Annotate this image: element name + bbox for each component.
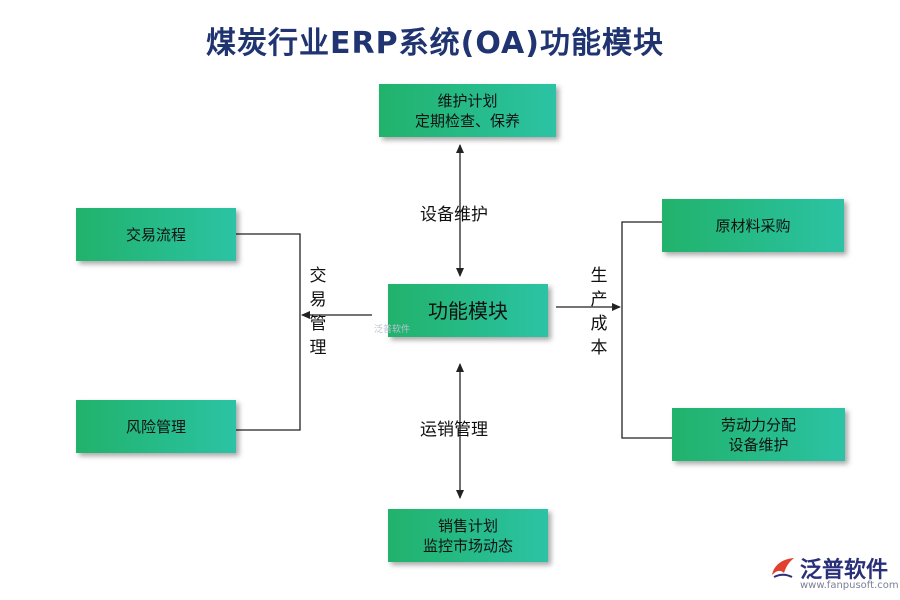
logo-mark-icon	[772, 558, 794, 578]
box-bottom-line2: 监控市场动态	[422, 536, 513, 555]
edge-label-left: 交易管理	[309, 266, 327, 358]
edge-label-right: 生产成本	[590, 266, 608, 358]
box-top-line1: 维护计划	[437, 91, 498, 110]
box-risk-management: 风险管理	[76, 400, 236, 453]
box-labor-allocation: 劳动力分配 设备维护	[672, 408, 845, 461]
edge-label-bottom: 运销管理	[420, 420, 488, 440]
box-right-bottom-line1: 劳动力分配	[720, 415, 796, 434]
box-right-top-label: 原材料采购	[715, 216, 791, 235]
box-raw-material-purchase: 原材料采购	[662, 199, 844, 252]
box-maintenance-plan: 维护计划 定期检查、保养	[379, 84, 556, 137]
box-center-label: 功能模块	[428, 298, 508, 323]
box-sales-plan: 销售计划 监控市场动态	[388, 509, 548, 562]
edge-label-top: 设备维护	[420, 205, 488, 225]
box-left-bottom-label: 风险管理	[125, 417, 186, 436]
diagram-title: 煤炭行业ERP系统(OA)功能模块	[206, 26, 664, 61]
logo-text: 泛普软件	[800, 558, 889, 583]
box-bottom-line1: 销售计划	[437, 516, 498, 535]
box-left-top-label: 交易流程	[125, 225, 186, 244]
logo-url: www.fanpusoft.com	[800, 580, 899, 591]
edge-left-bracket	[236, 233, 301, 431]
logo: 泛普软件	[768, 552, 888, 584]
watermark-small: 泛普软件	[374, 325, 411, 335]
edge-right-bracket	[621, 221, 672, 439]
box-trade-process: 交易流程	[76, 208, 236, 261]
box-top-line2: 定期检查、保养	[414, 111, 520, 130]
box-function-module: 功能模块	[388, 284, 548, 337]
box-right-bottom-line2: 设备维护	[728, 435, 789, 454]
